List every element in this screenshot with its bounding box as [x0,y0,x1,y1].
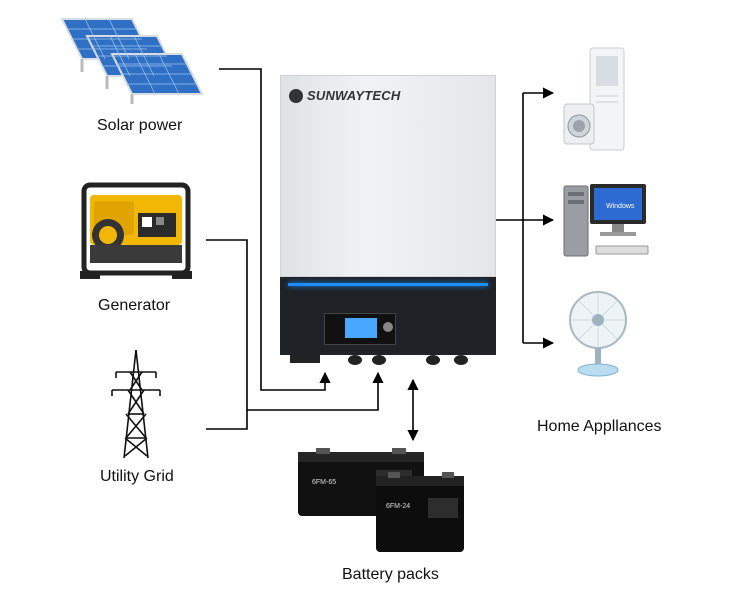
accent-light-strip [288,283,488,286]
brand-logo: SUNWAYTECH [289,88,400,103]
solar-power-label: Solar power [97,117,183,134]
battery-pack-icon: 6FM-65 6FM-24 [298,448,464,552]
brand-name: SUNWAYTECH [307,88,401,103]
lcd-screen [345,318,377,338]
solar-connection-line [219,68,331,391]
grid-connection-line [206,410,248,430]
air-conditioner-icon [563,47,625,151]
generator-icon [80,182,192,279]
screen-text: Windows [606,203,635,210]
fan-icon [569,291,627,377]
battery-b-model: 6FM-24 [386,503,410,510]
battery-packs-label: Battery packs [342,566,439,583]
computer-icon: Windows [563,184,649,257]
utility-grid-label: Utility Grid [100,468,174,485]
brand-logo-icon [289,88,303,103]
cable-glands [280,355,496,367]
solar-panel-icon [60,18,204,104]
utility-tower-icon [111,349,161,459]
generator-label: Generator [98,297,171,314]
display-panel [324,313,396,345]
control-knob [383,322,393,332]
inverter-unit: SUNWAYTECH [280,75,496,365]
inverter-top-panel: SUNWAYTECH [280,75,496,277]
inverter-bottom-panel [280,277,496,355]
battery-a-model: 6FM-65 [312,479,336,486]
home-appliances-label: Home Appllances [537,418,662,435]
